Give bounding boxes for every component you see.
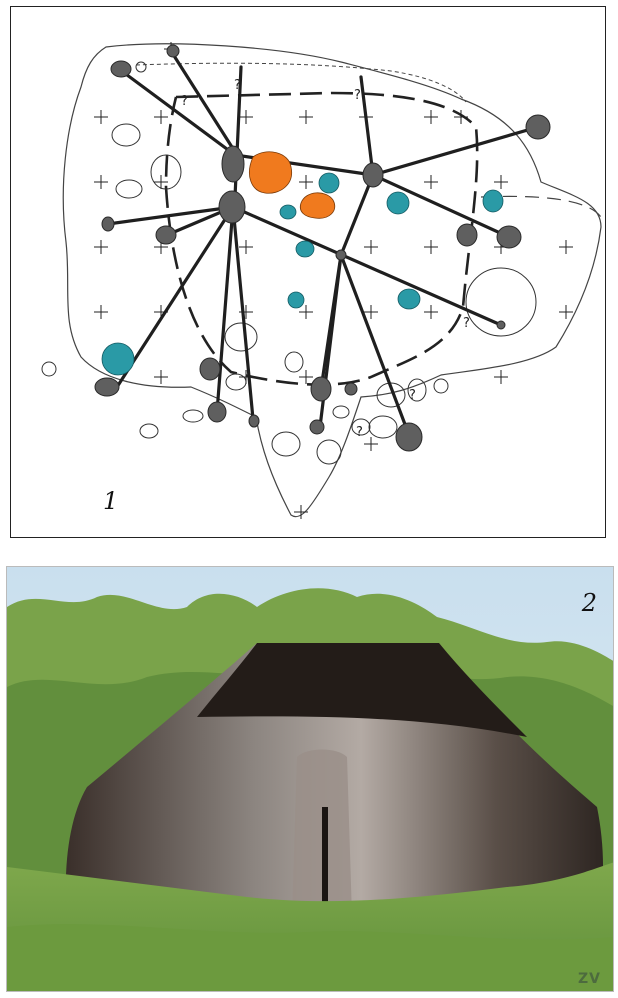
reconstruction-painting	[7, 567, 613, 991]
excavation-plan-drawing: ? ? ? ? ? ?	[41, 42, 602, 519]
plus-sign-marker	[299, 305, 313, 319]
plus-sign-marker	[424, 305, 438, 319]
plus-sign-marker	[299, 370, 313, 384]
plus-sign-marker	[424, 240, 438, 254]
plus-sign-marker	[154, 370, 168, 384]
upper-dashed-boundary	[135, 62, 467, 103]
plus-sign-marker	[239, 240, 253, 254]
question-mark-2: ?	[354, 88, 361, 103]
question-mark-3: ?	[356, 425, 363, 440]
hearths	[249, 151, 336, 219]
plus-sign-marker	[239, 110, 253, 124]
right-dashed-boundary	[480, 195, 602, 218]
plus-sign-marker	[94, 110, 108, 124]
plus-sign-marker	[364, 437, 378, 451]
excavation-plan-panel: ? ? ? ? ? ? 1	[10, 6, 606, 538]
post-holes	[94, 44, 551, 452]
grid-markers	[94, 42, 573, 519]
plus-sign-marker	[294, 505, 308, 519]
plus-sign-marker	[559, 305, 573, 319]
plus-sign-marker	[239, 370, 253, 384]
plus-sign-marker	[364, 240, 378, 254]
plus-sign-marker	[94, 240, 108, 254]
reconstruction-painting-panel: 2 ZV	[6, 566, 614, 992]
grass-front	[7, 924, 613, 991]
plus-sign-marker	[494, 175, 508, 189]
question-mark-6: ?	[234, 78, 241, 93]
question-mark-1: ?	[181, 94, 188, 109]
pit-outlines	[41, 61, 537, 465]
plus-sign-marker	[494, 370, 508, 384]
plus-sign-marker	[154, 110, 168, 124]
plus-sign-marker	[364, 305, 378, 319]
plus-sign-marker	[299, 110, 313, 124]
artist-signature: ZV	[578, 971, 601, 987]
plus-sign-marker	[299, 175, 313, 189]
hut-roof-dark	[197, 643, 527, 737]
teal-pits	[101, 172, 504, 376]
plus-sign-marker	[94, 305, 108, 319]
plus-sign-marker	[94, 175, 108, 189]
plus-sign-marker	[424, 175, 438, 189]
uncertain-markers: ? ? ? ? ? ?	[181, 78, 470, 440]
panel-number-1: 1	[103, 487, 119, 515]
plus-sign-marker	[454, 110, 468, 124]
plus-sign-marker	[154, 175, 168, 189]
plus-sign-marker	[424, 110, 438, 124]
question-mark-5: ?	[463, 316, 470, 331]
plus-sign-marker	[559, 240, 573, 254]
dwelling-dashed-boundary	[164, 91, 479, 386]
panel-number-2: 2	[581, 589, 597, 617]
question-mark-4: ?	[409, 388, 416, 403]
excavation-outline	[62, 43, 602, 518]
